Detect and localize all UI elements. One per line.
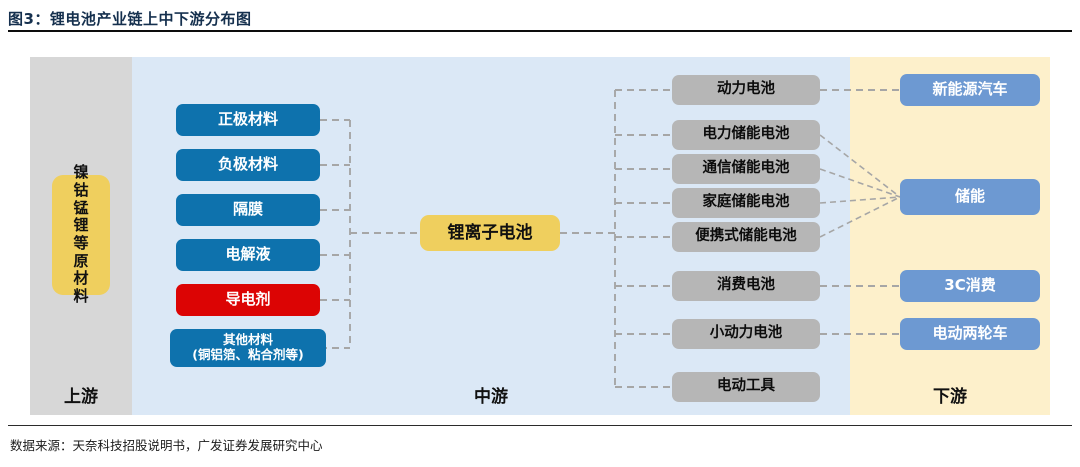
node-battery-power[interactable]: 动力电池 <box>672 75 820 105</box>
node-battery-light-power[interactable]: 小动力电池 <box>672 319 820 349</box>
source-note: 数据来源：天奈科技招股说明书，广发证券发展研究中心 <box>10 438 323 453</box>
value-chain-diagram: 镍钴 锰锂 等原 材料 正极材料 负极材料 隔膜 电解液 导电剂 其他材料 (铜… <box>30 57 1050 415</box>
battery-label: 通信储能电池 <box>702 160 790 177</box>
node-battery-consumer[interactable]: 消费电池 <box>672 271 820 301</box>
battery-label: 家庭储能电池 <box>702 194 790 211</box>
node-battery-telecom-storage[interactable]: 通信储能电池 <box>672 154 820 184</box>
node-material-anode[interactable]: 负极材料 <box>176 149 320 181</box>
material-sublabel: (铜铝箔、粘合剂等) <box>192 347 304 362</box>
battery-label: 动力电池 <box>717 81 775 98</box>
node-material-cathode[interactable]: 正极材料 <box>176 104 320 136</box>
node-application-3c[interactable]: 3C消费 <box>900 270 1040 302</box>
application-label: 电动两轮车 <box>932 324 1008 343</box>
battery-label: 电动工具 <box>717 378 775 395</box>
figure-title-row: 图3：锂电池产业链上中下游分布图 <box>8 5 1072 31</box>
page-title: 图3：锂电池产业链上中下游分布图 <box>8 9 252 28</box>
raw-char-3: 等原 <box>73 234 89 270</box>
node-battery-grid-storage[interactable]: 电力储能电池 <box>672 120 820 150</box>
node-application-e-bike[interactable]: 电动两轮车 <box>900 318 1040 350</box>
material-label: 电解液 <box>225 245 271 264</box>
band-downstream <box>850 57 1050 415</box>
footer-divider <box>8 425 1072 426</box>
application-label: 储能 <box>954 187 985 206</box>
node-material-other[interactable]: 其他材料 (铜铝箔、粘合剂等) <box>170 329 326 367</box>
node-application-nev[interactable]: 新能源汽车 <box>900 74 1040 106</box>
material-label: 负极材料 <box>217 155 278 174</box>
label-downstream: 下游 <box>933 387 967 407</box>
battery-label: 小动力电池 <box>709 325 783 342</box>
battery-label: 便携式储能电池 <box>695 228 797 245</box>
node-material-separator[interactable]: 隔膜 <box>176 194 320 226</box>
node-raw-materials[interactable]: 镍钴 锰锂 等原 材料 <box>52 163 110 305</box>
material-label-highlighted: 导电剂 <box>225 290 271 309</box>
material-label: 正极材料 <box>217 110 278 129</box>
core-label: 锂离子电池 <box>447 222 533 243</box>
battery-label: 消费电池 <box>717 277 775 294</box>
node-application-energy-storage[interactable]: 储能 <box>900 179 1040 215</box>
material-label: 其他材料 <box>222 332 273 348</box>
raw-char-2: 锰锂 <box>73 198 89 235</box>
label-midstream: 中游 <box>474 387 508 407</box>
title-divider <box>8 30 1072 32</box>
node-material-electrolyte[interactable]: 电解液 <box>176 239 320 271</box>
label-upstream: 上游 <box>64 387 98 407</box>
battery-label: 电力储能电池 <box>702 126 790 143</box>
raw-char-1: 镍钴 <box>73 163 89 199</box>
node-battery-power-tool[interactable]: 电动工具 <box>672 372 820 402</box>
node-battery-home-storage[interactable]: 家庭储能电池 <box>672 188 820 218</box>
node-material-conductive-agent[interactable]: 导电剂 <box>176 284 320 316</box>
raw-char-4: 材料 <box>73 269 89 306</box>
material-label: 隔膜 <box>232 200 263 219</box>
node-battery-portable-storage[interactable]: 便携式储能电池 <box>672 222 820 252</box>
node-lithium-ion-battery[interactable]: 锂离子电池 <box>420 215 560 251</box>
application-label: 3C消费 <box>944 276 996 295</box>
application-label: 新能源汽车 <box>932 80 1008 99</box>
